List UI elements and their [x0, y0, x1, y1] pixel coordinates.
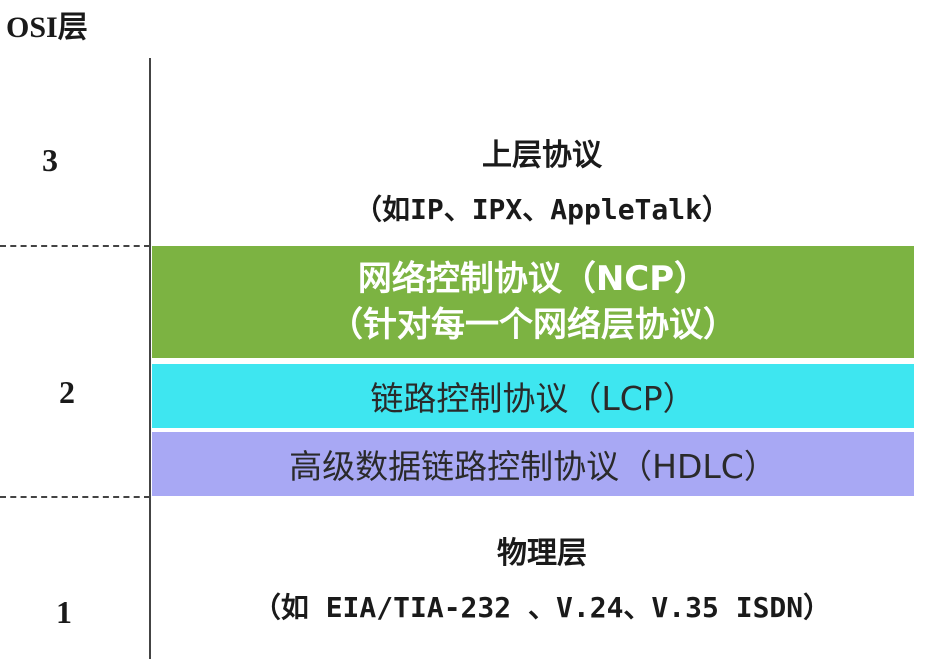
layer-divider-3-2: [0, 245, 150, 247]
ncp-block: 网络控制协议（NCP） （针对每一个网络层协议）: [152, 246, 914, 358]
vertical-axis-line: [149, 58, 151, 659]
physical-layer-examples: （如 EIA/TIA-232 、V.24、V.35 ISDN）: [252, 591, 832, 624]
upper-layer-protocols-title: 上层协议: [482, 138, 602, 173]
lcp-label: 链路控制协议（LCP）: [370, 379, 696, 418]
lcp-block: 链路控制协议（LCP）: [152, 364, 914, 428]
layer-number-3: 3: [42, 142, 58, 178]
ncp-description: （针对每一个网络层协议）: [329, 305, 737, 345]
hdlc-label: 高级数据链路控制协议（HDLC）: [289, 447, 777, 486]
physical-layer-title: 物理层: [497, 536, 587, 571]
ncp-label: 网络控制协议（NCP）: [357, 259, 709, 299]
layer-number-2: 2: [59, 374, 75, 410]
layer-divider-2-1: [0, 496, 150, 498]
osi-layer-heading: OSI层: [6, 11, 88, 44]
layer-number-1: 1: [56, 594, 72, 630]
hdlc-block: 高级数据链路控制协议（HDLC）: [152, 432, 914, 496]
upper-layer-protocols-examples: （如IP、IPX、AppleTalk）: [353, 193, 730, 226]
